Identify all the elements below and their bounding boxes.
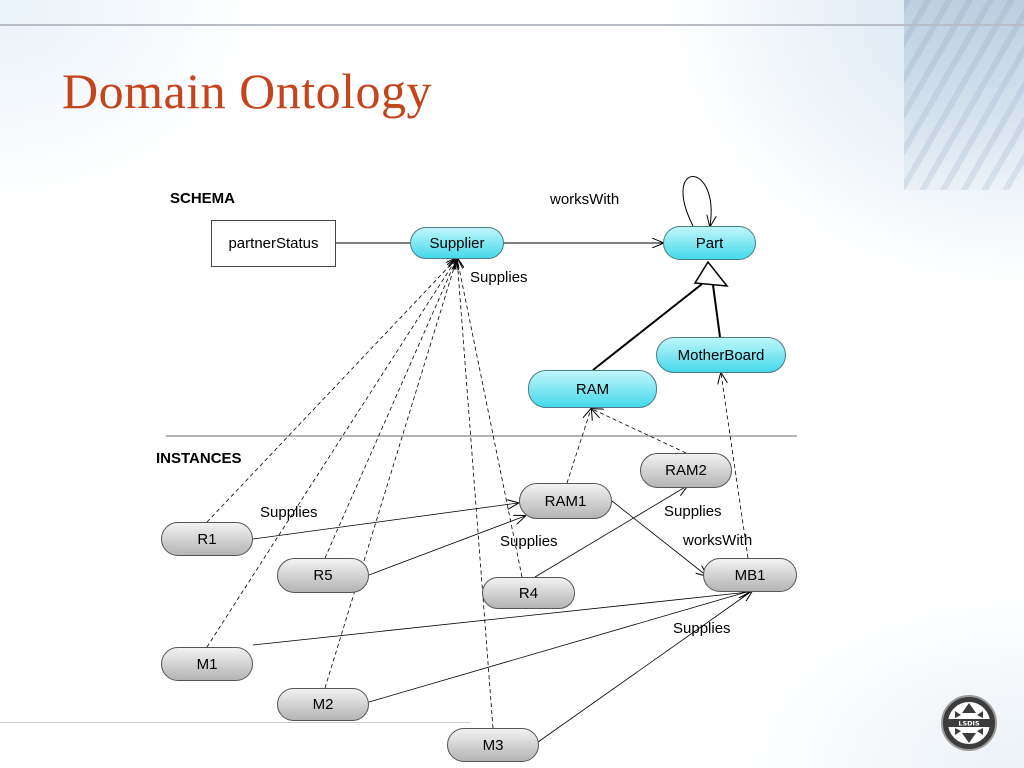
- schema-workswith-label: worksWith: [550, 191, 620, 208]
- schema-label: SCHEMA: [170, 190, 236, 207]
- instanceof-r4: [457, 258, 523, 578]
- top-divider: [0, 24, 1024, 26]
- instanceof-m2: [324, 258, 457, 689]
- m3-node: M3: [447, 728, 539, 762]
- edge-part-selfloop: [682, 176, 711, 227]
- ram2-node: RAM2: [640, 453, 732, 488]
- instanceof-m3: [457, 258, 494, 729]
- motherboard-node: MotherBoard: [656, 337, 786, 373]
- instanceof-r1: [206, 258, 457, 523]
- instanceof-ram2: [592, 409, 687, 454]
- logo-text: LSDIS: [958, 720, 980, 728]
- slide-title: Domain Ontology: [62, 63, 432, 119]
- edge-r5-ram1: [368, 516, 525, 576]
- ram-node: RAM: [528, 370, 657, 408]
- edge-m3-mb1: [537, 591, 752, 743]
- instanceof-m1: [206, 258, 457, 648]
- edge-ram1-mb1: [611, 500, 707, 576]
- corner-decoration: [904, 0, 1024, 190]
- edge-ram-part: [592, 283, 703, 371]
- edge-m2-mb1: [368, 591, 750, 703]
- r4-supplies-label: Supplies: [664, 503, 722, 520]
- edge-motherboard-part: [712, 284, 721, 338]
- r5-node: R5: [277, 558, 369, 593]
- inheritance-triangle: [693, 260, 729, 287]
- instances-label: INSTANCES: [156, 450, 242, 467]
- schema-supplies-label: Supplies: [470, 269, 528, 286]
- r5-supplies-label: Supplies: [500, 533, 558, 550]
- m1-node: M1: [161, 647, 253, 681]
- edge-r1-ram1: [252, 503, 518, 540]
- edge-r4-ram2: [534, 486, 687, 578]
- bottom-divider: [0, 722, 470, 723]
- r1-supplies-label: Supplies: [260, 504, 318, 521]
- r4-node: R4: [482, 577, 575, 609]
- part-node: Part: [663, 226, 756, 260]
- partnerstatus-node: partnerStatus: [211, 220, 336, 267]
- mb1-node: MB1: [703, 558, 797, 592]
- m2-node: M2: [277, 688, 369, 721]
- edge-m1-mb1: [252, 592, 749, 646]
- instanceof-ram1: [566, 409, 591, 484]
- r1-node: R1: [161, 522, 253, 556]
- m-supplies-label: Supplies: [673, 620, 731, 637]
- ram1-node: RAM1: [519, 483, 612, 519]
- supplier-node: Supplier: [410, 227, 504, 259]
- instanceof-r5: [324, 258, 457, 559]
- instanceof-mb1: [721, 373, 749, 559]
- compass-arrows-logo: LSDIS: [941, 695, 997, 751]
- mb1-workswith-label: worksWith: [683, 532, 753, 549]
